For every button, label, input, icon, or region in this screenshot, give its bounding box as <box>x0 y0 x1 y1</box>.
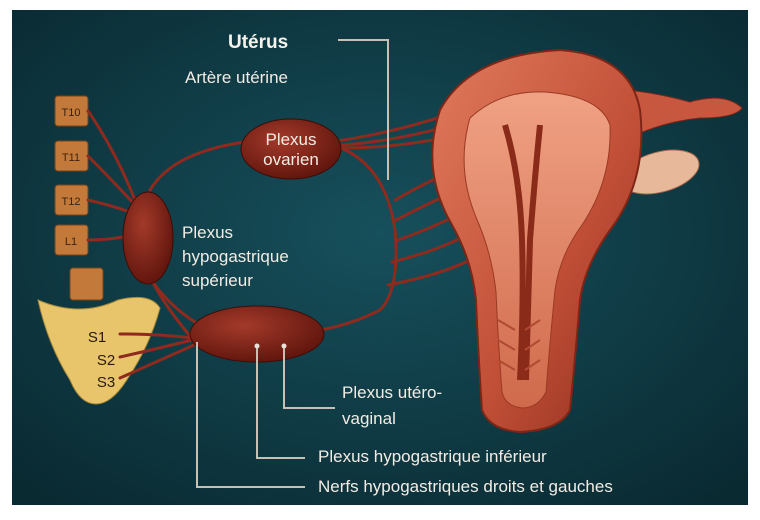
label-nerfs-hypogastriques: Nerfs hypogastriques droits et gauches <box>318 477 613 496</box>
sacral-label-s3: S3 <box>97 374 115 391</box>
label-plexus-ovarien-2: ovarien <box>263 150 319 169</box>
vertebra-t11: T11 <box>55 141 88 171</box>
pointer-dot-inferieur <box>255 344 260 349</box>
label-plexus-sup-2: hypogastrique <box>182 247 289 266</box>
vertebra-label-l1: L1 <box>65 236 77 248</box>
label-plexus-sup-1: Plexus <box>182 223 233 242</box>
vertebra-t10: T10 <box>55 96 88 126</box>
sacral-label-s2: S2 <box>97 352 115 369</box>
plexus-hypogastrique-superieur-ganglion <box>123 192 173 284</box>
label-plexus-sup-3: supérieur <box>182 271 253 290</box>
vertebra-l2-block <box>70 268 103 300</box>
vertebra-l1: L1 <box>55 225 88 255</box>
label-plexus-utero-2: vaginal <box>342 409 396 428</box>
vertebra-t12: T12 <box>55 185 88 215</box>
label-uterus: Utérus <box>228 32 288 53</box>
label-plexus-ovarien-1: Plexus <box>265 130 316 149</box>
vertebra-label-t11: T11 <box>62 152 80 164</box>
label-artere-uterine: Artère utérine <box>185 68 288 87</box>
pointer-dot-utero-vaginal <box>282 344 287 349</box>
vertebra-label-t12: T12 <box>62 196 81 208</box>
plexus-ovarien-ganglion <box>241 119 341 179</box>
background-panel <box>12 10 748 505</box>
vertebra-label-t10: T10 <box>62 107 81 119</box>
sacral-label-s1: S1 <box>88 329 106 346</box>
label-plexus-inferieur: Plexus hypogastrique inférieur <box>318 447 547 466</box>
label-plexus-utero-1: Plexus utéro- <box>342 383 442 402</box>
